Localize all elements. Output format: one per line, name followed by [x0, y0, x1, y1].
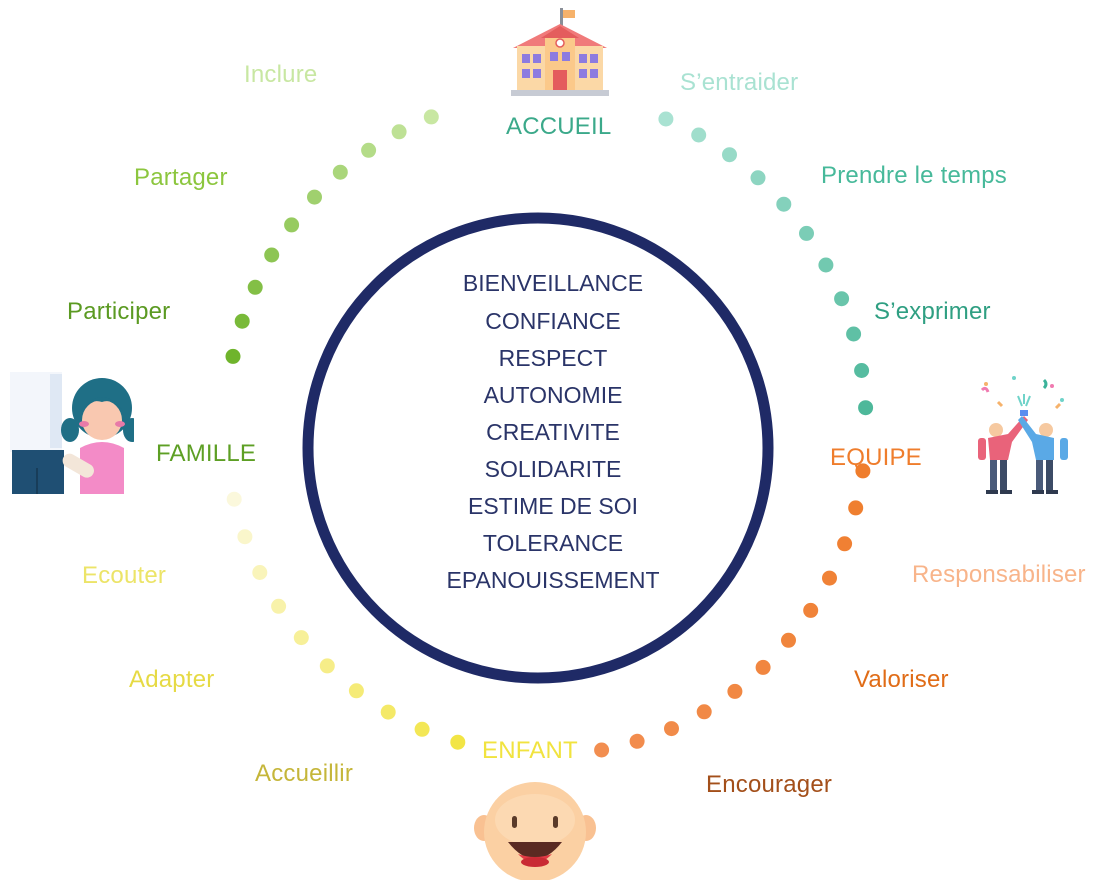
- ring-dot-famille: [423, 109, 439, 125]
- action-ecouter: Ecouter: [82, 562, 167, 589]
- value-bienveillance: BIENVEILLANCE: [462, 270, 644, 296]
- ring-dot-famille: [332, 164, 348, 180]
- ring-dot-famille: [391, 124, 407, 140]
- parent-child-icon: [10, 372, 134, 494]
- pole-accueil: ACCUEIL: [506, 113, 612, 140]
- ring-dot-equipe: [803, 602, 819, 618]
- ring-dot-accueil: [722, 147, 737, 163]
- ring-dot-equipe: [781, 632, 796, 648]
- action-adapter: Adapter: [129, 666, 215, 693]
- team-high-five-icon: [978, 376, 1068, 494]
- pole-equipe: EQUIPE: [830, 444, 922, 471]
- central-circle: [302, 212, 774, 684]
- action-partager: Partager: [134, 164, 228, 191]
- action-responsabiliser: Responsabiliser: [912, 561, 1086, 588]
- ring-dot-equipe: [848, 500, 864, 516]
- ring-dot-accueil: [846, 326, 862, 342]
- ring-dot-equipe: [727, 683, 743, 699]
- ring-dot-enfant: [252, 565, 268, 580]
- value-epanouissement: EPANOUISSEMENT: [446, 567, 660, 593]
- ring-dot-accueil: [658, 111, 674, 127]
- action-accueillir: Accueillir: [255, 760, 354, 787]
- ring-dot-accueil: [750, 170, 766, 186]
- ring-dot-accueil: [854, 363, 870, 378]
- ring-dot-enfant: [348, 683, 364, 699]
- ring-dot-enfant: [226, 491, 242, 507]
- ring-dot-enfant: [237, 529, 253, 545]
- ring-dot-famille: [264, 247, 280, 263]
- ring-dot-enfant: [319, 658, 335, 674]
- pole-famille: FAMILLE: [156, 440, 257, 467]
- value-confiance: CONFIANCE: [485, 308, 621, 334]
- value-respect: RESPECT: [498, 345, 608, 371]
- ring-dot-accueil: [818, 257, 834, 273]
- action-prendre-le-temps: Prendre le temps: [821, 162, 1007, 189]
- ring-dot-famille: [225, 348, 241, 364]
- value-autonomie: AUTONOMIE: [483, 382, 623, 408]
- ring-dot-famille: [247, 279, 263, 295]
- value-solidarite: SOLIDARITE: [484, 456, 622, 482]
- ring-dot-famille: [234, 313, 250, 329]
- ring-dot-equipe: [837, 536, 853, 552]
- value-estime-de-soi: ESTIME DE SOI: [468, 493, 638, 519]
- ring-dot-enfant: [271, 598, 287, 614]
- ring-dot-enfant: [450, 734, 466, 750]
- ring-dot-famille: [284, 217, 300, 233]
- pole-enfant: ENFANT: [482, 737, 578, 764]
- ring-dot-accueil: [691, 127, 707, 143]
- ring-dot-equipe: [822, 570, 837, 586]
- action-participer: Participer: [67, 298, 171, 325]
- ring-dot-equipe: [664, 721, 679, 737]
- action-sexprimer: S’exprimer: [874, 298, 991, 325]
- school-building-icon: [511, 8, 609, 96]
- ring-dot-famille: [307, 189, 322, 205]
- ring-dot-enfant: [293, 630, 309, 646]
- action-valoriser: Valoriser: [854, 666, 949, 693]
- action-sentraider: S’entraider: [680, 69, 799, 96]
- value-creativite: CREATIVITE: [486, 419, 620, 445]
- ring-dot-equipe: [755, 659, 771, 675]
- ring-dot-enfant: [414, 721, 430, 737]
- ring-dot-equipe: [594, 742, 610, 758]
- ring-dot-accueil: [799, 225, 814, 241]
- ring-dot-equipe: [696, 704, 712, 720]
- baby-face-icon: [474, 782, 596, 880]
- ring-dot-famille: [361, 142, 377, 158]
- action-inclure: Inclure: [244, 61, 318, 88]
- value-tolerance: TOLERANCE: [482, 530, 624, 556]
- ring-dot-equipe: [855, 463, 871, 479]
- action-encourager: Encourager: [706, 771, 833, 798]
- ring-dot-equipe: [629, 733, 645, 749]
- ring-dot-accueil: [776, 196, 792, 212]
- ring-dot-enfant: [380, 704, 396, 720]
- ring-dot-accueil: [858, 400, 874, 416]
- ring-dot-accueil: [834, 291, 850, 307]
